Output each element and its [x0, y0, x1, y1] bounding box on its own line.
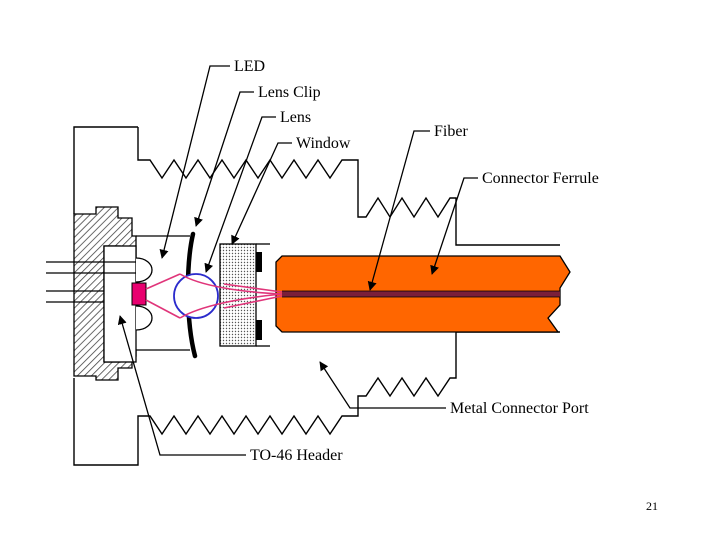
label-fiber: Fiber — [434, 123, 468, 140]
to46-header — [46, 206, 137, 381]
label-led: LED — [234, 58, 265, 75]
label-lens-clip: Lens Clip — [258, 84, 321, 101]
connector-port-outline-top — [73, 126, 560, 246]
label-window: Window — [296, 135, 351, 152]
light-rays — [145, 273, 283, 319]
label-lens: Lens — [280, 109, 311, 126]
led-package — [131, 235, 190, 351]
leader-lines — [117, 65, 478, 456]
fiber-core — [282, 291, 560, 297]
label-to46-header: TO-46 Header — [250, 447, 343, 464]
label-connector-ferrule: Connector Ferrule — [482, 170, 599, 187]
connector-port-outline-bottom — [73, 331, 560, 466]
page-number: 21 — [646, 499, 658, 513]
label-metal-connector-port: Metal Connector Port — [450, 400, 589, 417]
led-chip — [131, 282, 147, 306]
window-block — [219, 243, 270, 347]
